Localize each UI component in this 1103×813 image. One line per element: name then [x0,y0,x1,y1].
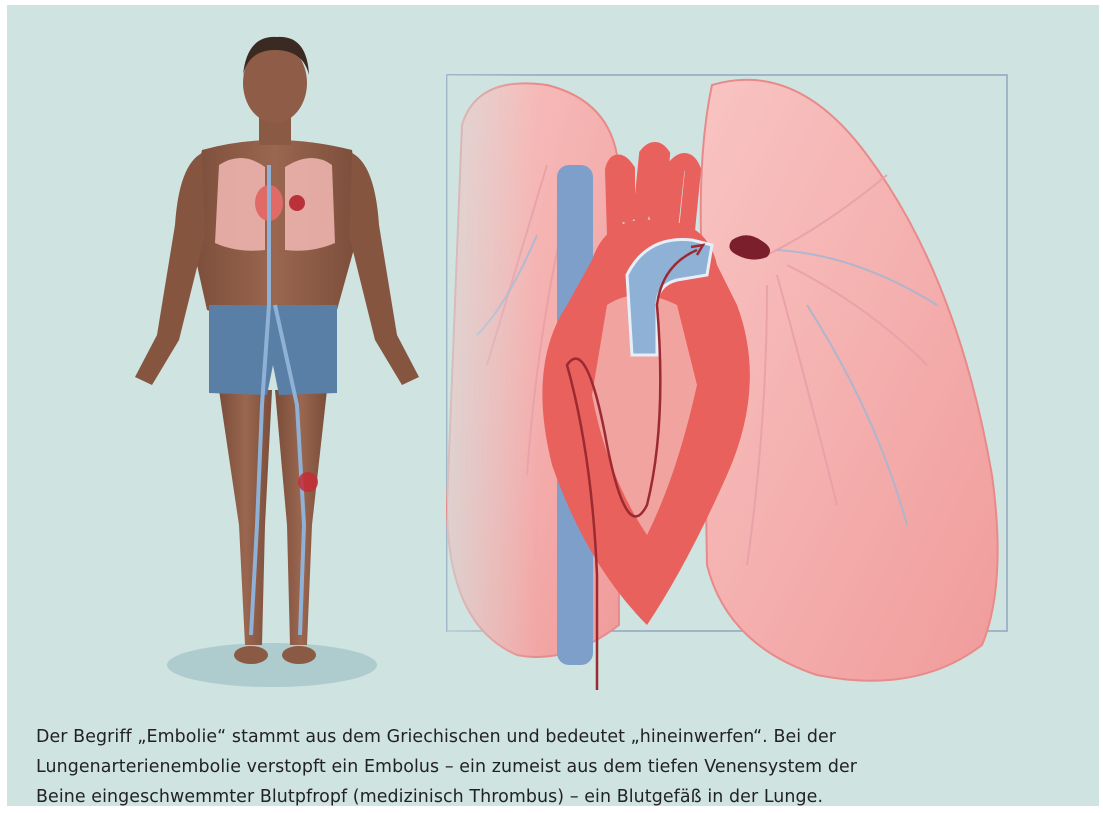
human-figure-illustration [135,37,419,687]
torso [187,140,362,315]
left-leg [219,390,272,645]
figure-panel: Der Begriff „Embolie“ stammt aus dem Gri… [7,5,1099,806]
leg-clot-marker [298,472,318,492]
caption-line-1: Der Begriff „Embolie“ stammt aus dem Gri… [36,722,1086,752]
lung-heart-illustration [447,75,1007,690]
shorts [209,305,337,395]
left-arm [135,153,205,385]
figure-caption: Der Begriff „Embolie“ stammt aus dem Gri… [36,722,1086,812]
caption-line-2: Lungenarterienembolie verstopft ein Embo… [36,752,1086,782]
embolism-illustration [7,5,1099,695]
floor-shadow [167,643,377,687]
caption-line-3: Beine eingeschwemmter Blutpfropf (medizi… [36,782,1086,812]
right-arm [349,153,419,385]
